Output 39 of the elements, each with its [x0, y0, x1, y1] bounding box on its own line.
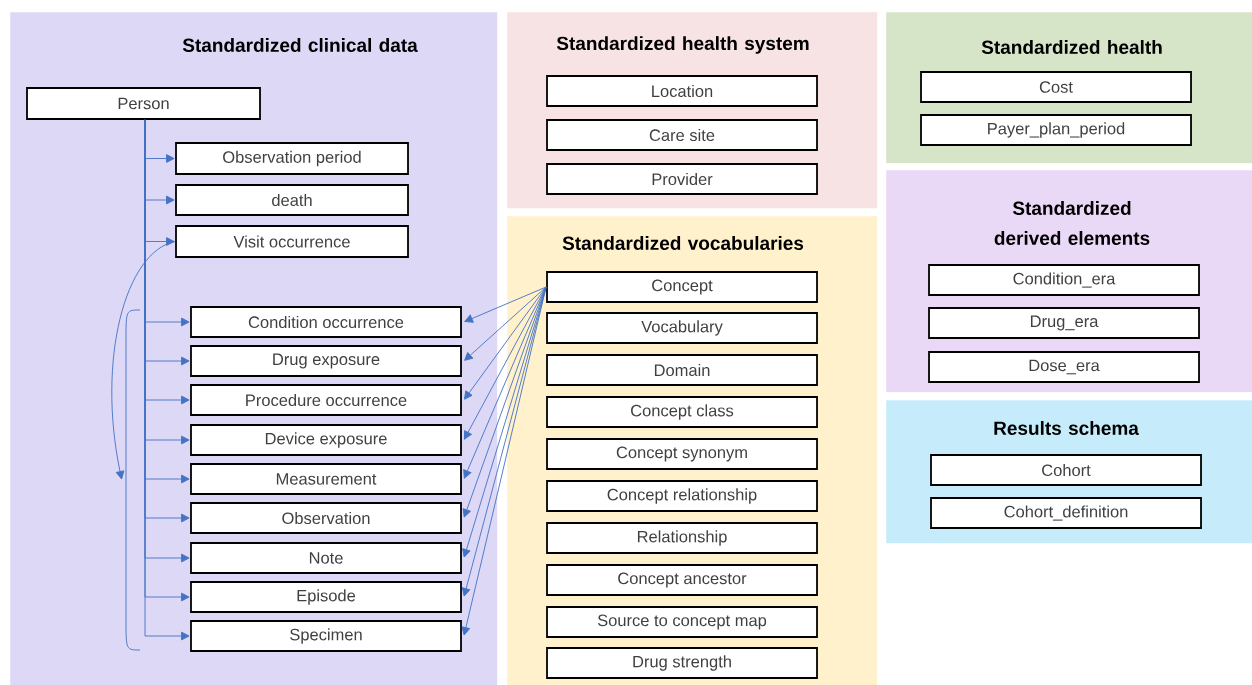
table-box: Concept class — [546, 396, 818, 428]
table-box: Condition_era — [928, 264, 1200, 296]
bracket — [125, 309, 141, 651]
table-box: Observation period — [175, 142, 409, 175]
table-box: Person — [26, 87, 261, 120]
table-box: Vocabulary — [546, 312, 818, 344]
table-box: death — [175, 184, 409, 216]
table-box: Cost — [920, 71, 1192, 103]
table-box: Location — [546, 75, 818, 107]
table-box: Observation — [190, 502, 462, 534]
table-box: Drug_era — [928, 307, 1200, 339]
table-box: Drug strength — [546, 647, 818, 679]
table-box: Note — [190, 542, 462, 574]
table-box: Concept — [546, 271, 818, 303]
table-box: Domain — [546, 354, 818, 386]
table-box: Source to concept map — [546, 606, 818, 638]
table-box: Concept ancestor — [546, 564, 818, 596]
table-box: Drug exposure — [190, 345, 462, 377]
table-box: Visit occurrence — [175, 225, 409, 258]
table-box: Specimen — [190, 620, 462, 652]
table-box: Dose_era — [928, 351, 1200, 383]
arrow — [464, 286, 547, 323]
table-box: Concept relationship — [546, 480, 818, 512]
table-box: Episode — [190, 581, 462, 613]
table-box: Cohort — [930, 454, 1202, 486]
table-box: Payer_plan_period — [920, 114, 1192, 146]
table-box: Procedure occurrence — [190, 384, 462, 416]
table-box: Cohort_definition — [930, 497, 1202, 529]
table-box: Condition occurrence — [190, 306, 462, 338]
arrow — [111, 241, 176, 480]
arrow — [464, 286, 547, 400]
table-box: Device exposure — [190, 424, 462, 456]
arrow — [464, 286, 547, 361]
table-box: Concept synonym — [546, 438, 818, 470]
table-box: Relationship — [546, 522, 818, 554]
table-box: Measurement — [190, 463, 462, 495]
arrow — [463, 286, 547, 479]
table-box: Provider — [546, 163, 818, 195]
table-box: Care site — [546, 119, 818, 151]
